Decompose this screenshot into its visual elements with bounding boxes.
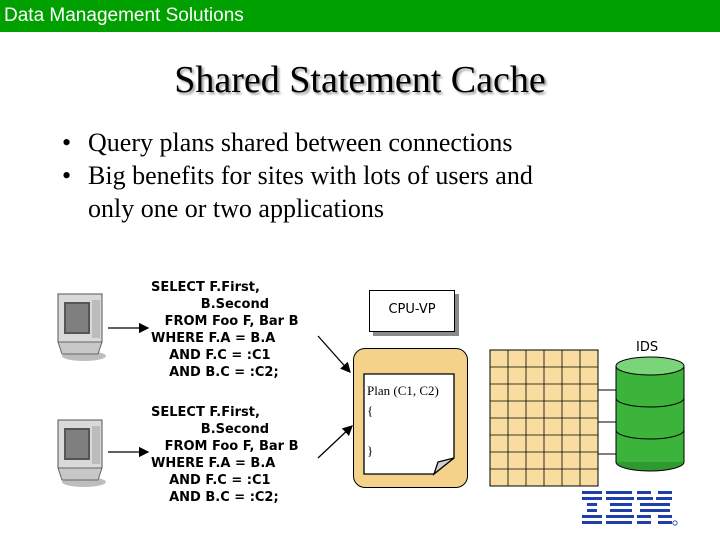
database-disk-icon — [615, 356, 685, 472]
query-to-cache-arrow — [317, 425, 353, 459]
bullet-text: only one or two applications — [88, 194, 385, 223]
client-computer-icon — [57, 293, 106, 361]
header-title: Data Management Solutions — [4, 5, 244, 26]
plan-text: Plan (C1, C2) { } — [367, 383, 439, 458]
bullet-item-continuation: only one or two applications — [62, 192, 533, 225]
cache-grid — [489, 349, 599, 487]
cpu-vp-label: CPU-VP — [388, 302, 436, 317]
header-bar: Data Management Solutions — [0, 0, 720, 32]
query-to-cache-arrow — [317, 335, 351, 373]
sql-query-text: SELECT F.First, B.Second FROM Foo F, Bar… — [151, 405, 299, 505]
bullet-item: •Query plans shared between connections — [62, 128, 513, 157]
bullet-text: Big benefits for sites with lots of user… — [88, 161, 533, 190]
bullet-text: Query plans shared between connections — [88, 128, 513, 157]
plan-document-icon — [363, 373, 455, 476]
bullet-list: •Query plans shared between connections … — [62, 126, 533, 225]
slide-title: Shared Statement Cache — [174, 59, 546, 101]
client-computer-icon — [57, 419, 106, 487]
bullet-item: •Big benefits for sites with lots of use… — [62, 161, 533, 190]
sql-query-text: SELECT F.First, B.Second FROM Foo F, Bar… — [151, 280, 299, 380]
ids-label: IDS — [636, 340, 659, 355]
ibm-logo — [582, 491, 678, 526]
cpu-vp-box: CPU-VP — [369, 290, 455, 332]
